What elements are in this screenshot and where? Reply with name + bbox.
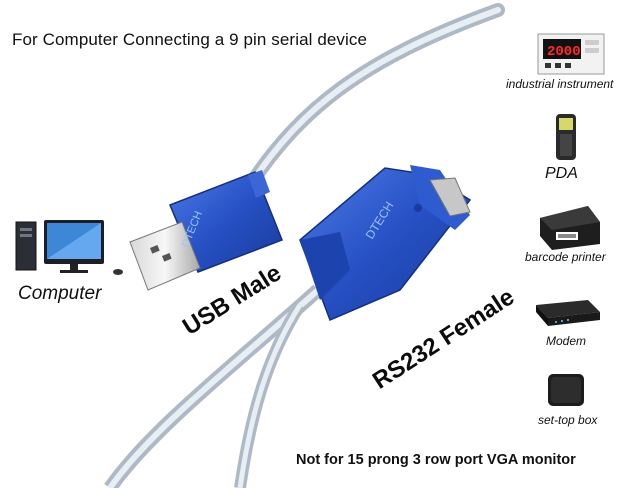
header-caption: For Computer Connecting a 9 pin serial d…	[12, 30, 368, 49]
set-top-box-label: set-top box	[538, 413, 598, 427]
barcode-printer-label: barcode printer	[525, 250, 606, 264]
industrial-instrument-icon: 2000	[537, 33, 605, 75]
computer-label: Computer	[18, 283, 102, 304]
usb-male-connector: DTECH	[129, 170, 283, 291]
barcode-printer-icon	[540, 206, 600, 250]
computer-icon	[15, 220, 123, 275]
modem-label: Modem	[546, 334, 587, 348]
set-top-box-icon	[548, 374, 584, 406]
instrument-display-text: 2000	[547, 44, 581, 60]
industrial-instrument-label: industrial instrument	[506, 77, 614, 91]
footer-note: Not for 15 prong 3 row port VGA monitor	[296, 452, 576, 468]
pda-label: PDA	[545, 165, 578, 182]
pda-icon	[556, 114, 576, 160]
modem-icon	[536, 300, 600, 326]
rs232-female-connector: DTECH	[299, 165, 472, 321]
usb-cable	[104, 3, 505, 488]
